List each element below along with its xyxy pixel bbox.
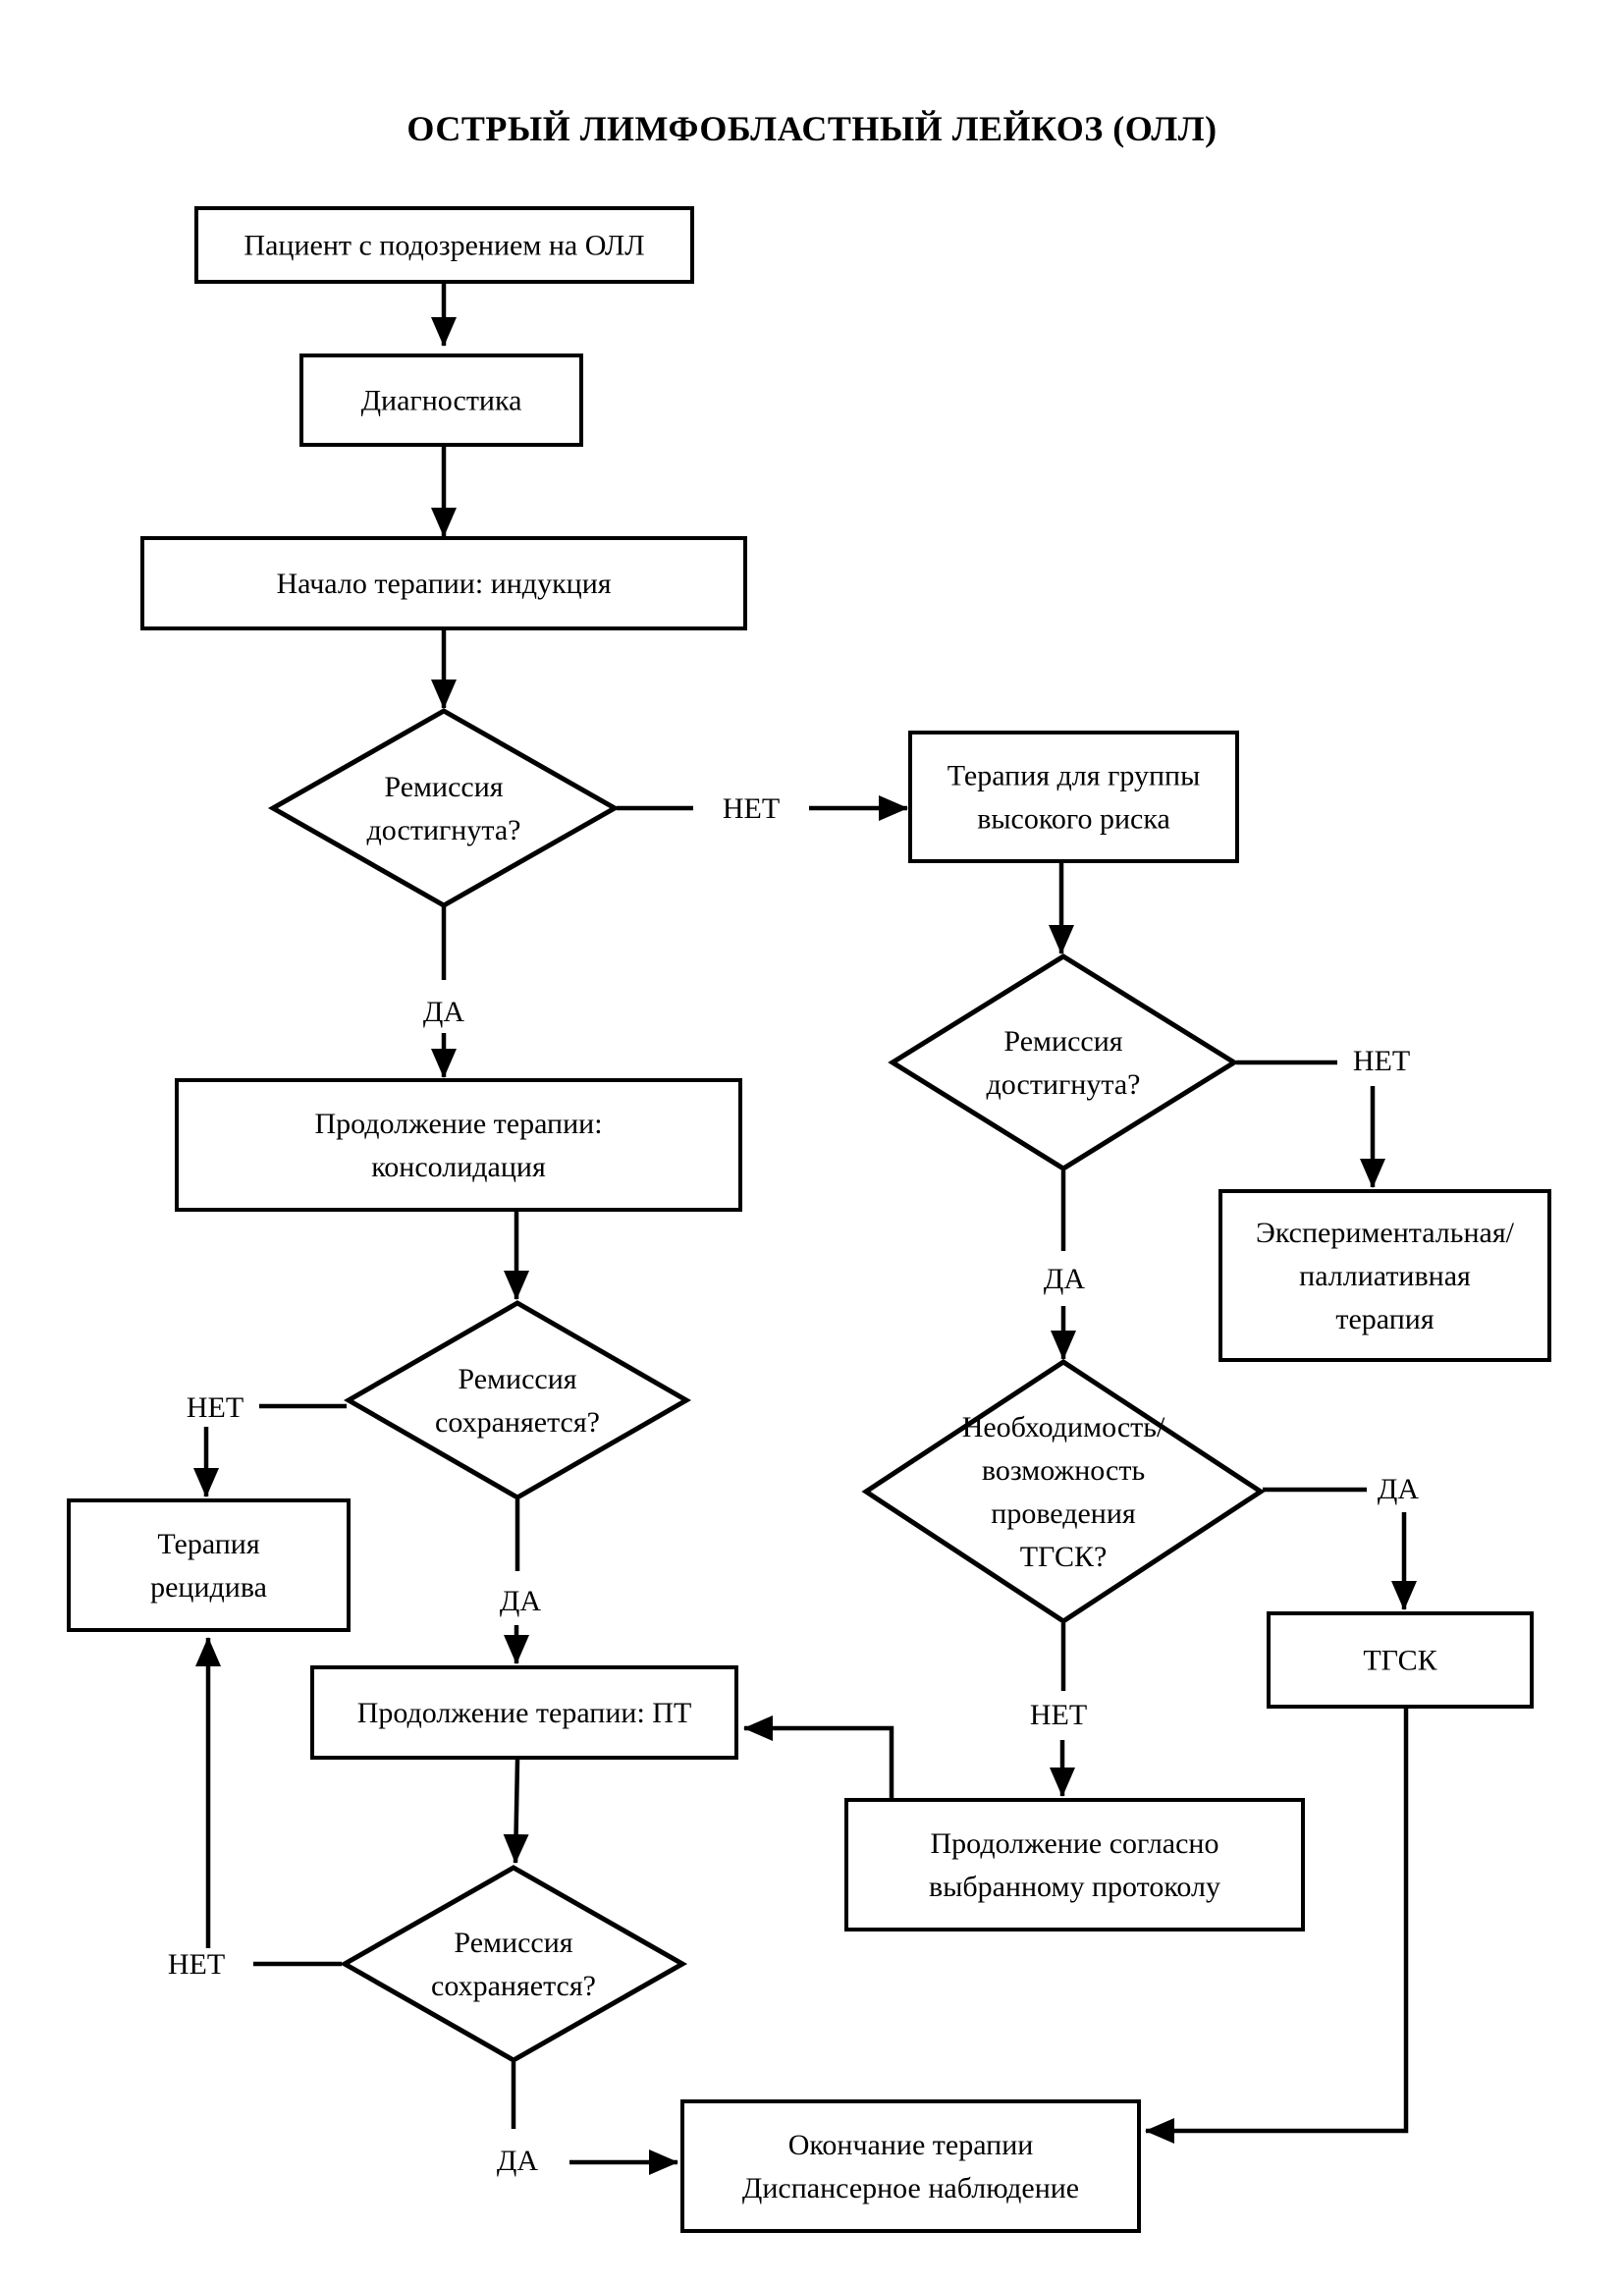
node-shape-rect (844, 1798, 1305, 1931)
page-title: ОСТРЫЙ ЛИМФОБЛАСТНЫЙ ЛЕЙКОЗ (ОЛЛ) (406, 109, 1218, 148)
edge-label-yes-5: ДА (497, 2145, 538, 2177)
node-shape-rect (175, 1078, 742, 1212)
node-shape-rect (194, 206, 694, 284)
node-label: Продолжение терапии: ПТ (357, 1697, 692, 1729)
edge-label-no-5: НЕТ (168, 1948, 225, 1981)
node-label: Диагностика (361, 385, 522, 417)
edge-label-no-1: НЕТ (723, 792, 780, 825)
edge-maintenance-to-remission4 (503, 1759, 529, 1864)
node-shape-rect (67, 1498, 351, 1632)
node-shape-diamond (339, 1865, 688, 2063)
node-maintenance-therapy: Продолжение терапии: ПТ (310, 1665, 738, 1760)
node-shape-rect (1267, 1611, 1534, 1709)
node-label: Начало терапии: индукция (276, 568, 611, 600)
edge-label-yes-1: ДА (423, 996, 464, 1028)
node-induction: Начало терапии: индукция (140, 536, 747, 630)
node-shape-rect (1218, 1189, 1551, 1362)
edge-tgsk-to-end (1145, 1709, 1409, 2144)
node-shape-diamond (888, 953, 1239, 1171)
node-label: Продолжение терапии:консолидация (314, 1108, 602, 1183)
node-consolidation: Продолжение терапии:консолидация (175, 1078, 742, 1212)
node-tgsk: ТГСК (1267, 1611, 1534, 1709)
edge-label-no-2: НЕТ (1353, 1045, 1410, 1077)
edge-label-yes-2: ДА (1044, 1263, 1085, 1295)
node-shape-diamond (861, 1359, 1266, 1624)
node-label: ТГСК (1363, 1645, 1437, 1677)
edge-label-no-4: НЕТ (187, 1391, 244, 1424)
node-diagnostics: Диагностика (299, 354, 583, 447)
node-shape-rect (310, 1665, 738, 1760)
edge-label-yes-3: ДА (1378, 1473, 1419, 1505)
node-shape-rect (908, 731, 1239, 863)
node-shape-diamond (267, 708, 621, 908)
edge-label-yes-4: ДА (500, 1585, 541, 1617)
node-patient: Пациент с подозрением на ОЛЛ (194, 206, 694, 284)
node-label: Пациент с подозрением на ОЛЛ (244, 230, 644, 262)
edge-protocol-to-maintenance (743, 1715, 894, 1798)
node-shape-diamond (343, 1300, 692, 1500)
node-shape-rect (680, 2099, 1141, 2233)
edge-label-no-3: НЕТ (1030, 1699, 1087, 1731)
node-shape-rect (299, 354, 583, 447)
node-shape-rect (140, 536, 747, 630)
